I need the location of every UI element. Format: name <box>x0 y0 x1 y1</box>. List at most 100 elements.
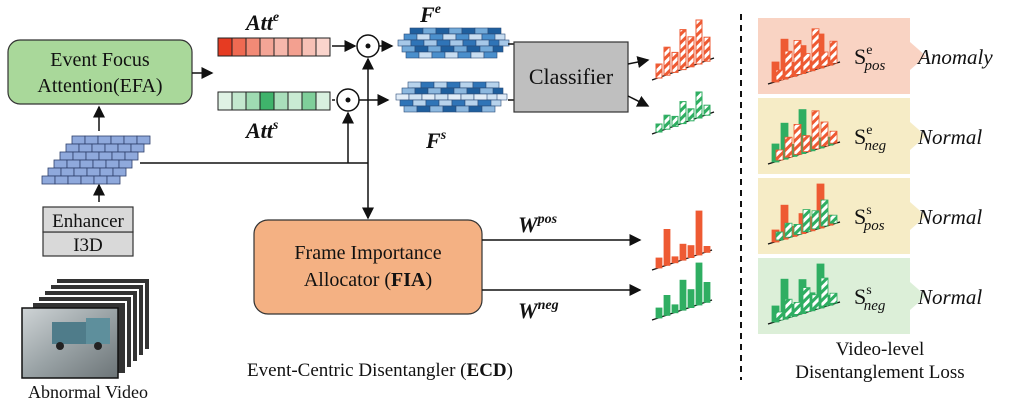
chart-bar <box>775 231 784 241</box>
chart-bar <box>829 40 838 64</box>
feature-cell <box>433 81 448 89</box>
feature-brick <box>136 135 151 145</box>
feature-brick <box>79 159 94 169</box>
abnormal-video-stack <box>21 277 151 379</box>
feature-cell <box>455 33 470 41</box>
event-attention-bar <box>217 37 331 57</box>
feature-cell <box>412 99 427 107</box>
feature-cell <box>418 51 433 59</box>
attention-cell <box>315 91 331 111</box>
scene-score-chart <box>651 91 715 135</box>
chart-bar <box>663 294 671 316</box>
score-superscript: s <box>866 203 871 218</box>
attention-cell <box>273 91 289 111</box>
feature-cell <box>408 93 423 101</box>
chart-bar <box>695 262 703 306</box>
feature-cell <box>429 33 444 41</box>
feature-cell <box>453 87 468 95</box>
feature-cell <box>455 105 470 113</box>
feature-cell <box>442 33 457 41</box>
event-feature-stack <box>397 27 510 59</box>
loss-row-arrow <box>910 122 926 150</box>
chart-bar <box>671 304 679 314</box>
feature-brick <box>124 151 139 161</box>
feature-cell <box>440 87 455 95</box>
fia-box <box>253 219 483 315</box>
feature-brick <box>66 159 81 169</box>
scene-multiply-op <box>336 88 360 112</box>
chart-bar <box>811 294 820 310</box>
chart-bar <box>802 53 811 72</box>
feature-brick <box>110 135 125 145</box>
feature-brick <box>72 151 87 161</box>
classifier-box <box>513 41 629 113</box>
attention-cell <box>231 91 247 111</box>
feature-cell <box>405 51 420 59</box>
feature-cell <box>466 87 481 95</box>
feature-cell <box>403 33 418 41</box>
score-subscript: pos <box>863 218 885 234</box>
feature-cell <box>401 87 416 95</box>
feature-cell <box>420 81 435 89</box>
feature-cell <box>468 33 483 41</box>
attention-cell <box>259 37 275 57</box>
att-s-label: Atts <box>244 118 279 143</box>
ecd-caption: Event-Centric Disentangler (ECD) <box>247 360 513 381</box>
loss-row-arrow <box>910 42 926 70</box>
feature-brick <box>98 151 113 161</box>
feature-brick <box>112 167 127 177</box>
chart-bar <box>811 110 820 150</box>
chart-bar <box>820 51 829 67</box>
feature-brick <box>104 143 119 153</box>
feature-cell <box>448 27 463 35</box>
attention-cell <box>315 37 331 57</box>
i3d-box <box>42 231 134 257</box>
chart-bar <box>784 222 793 238</box>
score-symbol: S <box>854 44 866 69</box>
enhancer-box <box>42 206 134 233</box>
feature-cell <box>414 45 429 53</box>
chart-bar <box>703 281 711 303</box>
loss-result-label: Normal <box>917 205 982 229</box>
chart-bar <box>679 101 687 125</box>
attention-cell <box>231 37 247 57</box>
feature-brick <box>91 143 106 153</box>
chart-bar <box>679 29 687 71</box>
loss-row-arrow <box>910 202 926 230</box>
feature-brick <box>130 143 145 153</box>
feature-cell <box>485 81 500 89</box>
feature-cell <box>438 99 453 107</box>
feature-brick <box>59 151 74 161</box>
chart-bar <box>655 257 663 269</box>
chart-bar <box>655 63 663 79</box>
feature-brick <box>47 167 62 177</box>
feature-cell <box>464 99 479 107</box>
attention-cell <box>301 37 317 57</box>
feature-cell <box>431 51 446 59</box>
feature-brick <box>65 143 80 153</box>
feature-cell <box>423 39 438 47</box>
feature-cell <box>483 51 498 59</box>
feature-cell <box>427 87 442 95</box>
feature-cell <box>460 93 475 101</box>
chart-bar <box>793 124 802 155</box>
feature-cell <box>451 99 466 107</box>
loss-row-arrow <box>910 282 926 310</box>
feature-cell <box>446 81 461 89</box>
feature-cell <box>403 105 418 113</box>
feature-cell <box>449 39 464 47</box>
chart-bar <box>820 199 829 227</box>
feature-cell <box>410 39 425 47</box>
chart-bar <box>663 114 671 130</box>
chart-bar <box>663 228 671 266</box>
attention-cell <box>273 37 289 57</box>
fia-label-line1: Frame Importance <box>294 242 441 264</box>
feature-brick <box>73 167 88 177</box>
chart-bar <box>775 149 784 161</box>
attention-cell <box>287 91 303 111</box>
feature-cell <box>473 93 488 101</box>
